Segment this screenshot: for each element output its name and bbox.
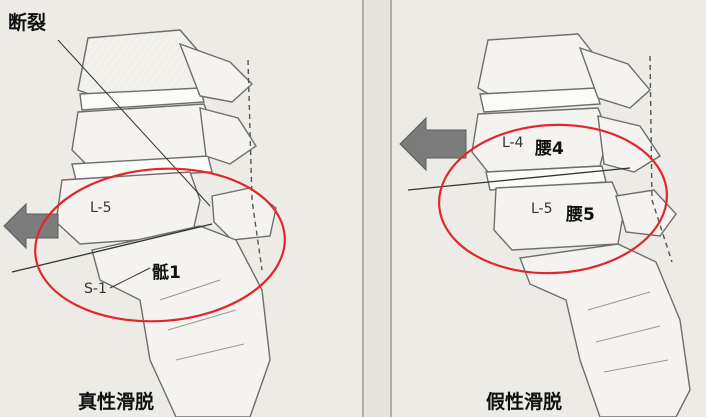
l5-label: L-5 bbox=[90, 200, 112, 216]
s1-pointer-line bbox=[109, 267, 151, 289]
disc-l3-l4 bbox=[79, 87, 205, 111]
fracture-label: 断裂 bbox=[8, 12, 47, 34]
l5-label-right: L-5 bbox=[531, 201, 553, 217]
left-highlight-ellipse bbox=[34, 167, 286, 323]
sacrum bbox=[91, 225, 271, 417]
sacrum-right bbox=[519, 243, 691, 417]
right-endplate-line bbox=[407, 167, 631, 191]
left-spine-illustration bbox=[55, 29, 277, 417]
left-endplate-line bbox=[11, 223, 213, 273]
panel-divider bbox=[363, 0, 391, 417]
sacrum-cn-label: 骶1 bbox=[152, 263, 181, 283]
posterior-elements-right-mid bbox=[597, 115, 661, 173]
posterior-elements-right-upper bbox=[578, 46, 651, 109]
fracture-pointer-line bbox=[57, 39, 211, 207]
right-slip-arrow bbox=[399, 116, 467, 172]
l5-cn-label: 腰5 bbox=[566, 205, 595, 225]
vertebra-l5-right bbox=[493, 181, 625, 251]
right-spine-illustration bbox=[471, 33, 691, 417]
posterior-elements-upper bbox=[178, 42, 254, 103]
pseudo-spondylolisthesis-caption: 假性滑脱 bbox=[486, 391, 563, 413]
posterior-fragment bbox=[211, 187, 277, 241]
disc-l3-l4-right bbox=[479, 87, 601, 113]
l4-label: L-4 bbox=[502, 135, 524, 151]
l4-cn-label: 腰4 bbox=[535, 139, 564, 159]
right-highlight-ellipse bbox=[437, 123, 669, 275]
s1-label: S-1 bbox=[84, 281, 107, 297]
true-spondylolisthesis-caption: 真性滑脱 bbox=[78, 391, 155, 413]
left-slip-arrow bbox=[3, 202, 59, 250]
facet-right bbox=[615, 189, 677, 237]
posterior-elements-mid bbox=[199, 107, 257, 165]
